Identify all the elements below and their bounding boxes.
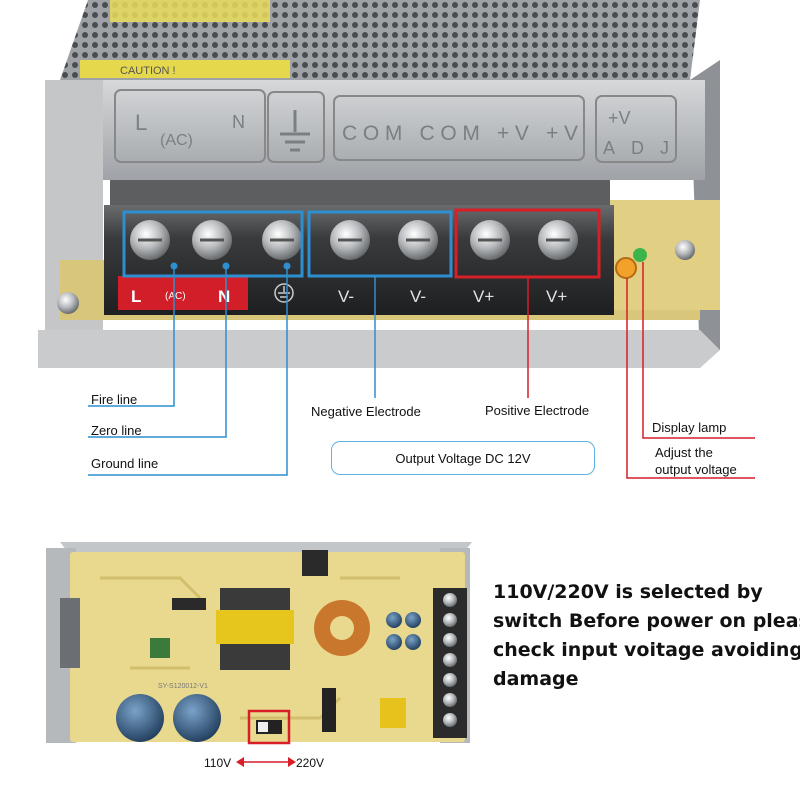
switch-highlight-box [247,709,291,745]
switch-220v-label: 220V [296,756,325,770]
callout-lines [88,262,755,479]
switch-110v-label: 110V [204,756,232,770]
pcb-right [600,200,720,310]
fire-line-leader [88,266,175,407]
pcb-photo: SY-S120012-V1 [46,542,472,745]
plate-v-plus-1: V+ [473,287,494,306]
display-lamp-label: Display lamp [652,420,727,435]
mount-screw-icon [675,240,695,260]
emboss-ac: (AC) [160,132,193,149]
plate-v-minus-1: V- [338,287,354,306]
ac-highlight-box [122,210,304,278]
pcb-model-text: SY-S120012-V1 [158,683,208,690]
terminal-block [104,180,614,315]
pcb-terminal-screw-icon [443,693,457,707]
pcb-terminal-screw-icon [443,653,457,667]
caution-sticker [80,60,290,78]
adj-emboss [595,95,677,163]
yellow-sticker [110,0,270,22]
plate-v-minus-2: V- [410,287,426,306]
ground-line-label: Ground line [91,456,159,471]
zero-line-leader [88,266,227,438]
plate-v-plus-2: V+ [546,287,567,306]
output-voltage-text: Output Voltage DC 12V [395,450,531,466]
adjust-label-line2: output voltage [655,462,737,477]
output-voltage-box: Output Voltage DC 12V [331,441,595,475]
led-lamp-icon [633,248,647,262]
negative-highlight-box [307,210,453,278]
caution-text: CAUTION ! [120,65,176,77]
voltage-selection-note: 110V/220V is selected by switch Before p… [493,578,800,694]
lamp-leader [642,262,755,439]
pcb-terminal-screw-icon [443,673,457,687]
capacitor-icon [116,694,164,742]
ac-emboss [114,89,266,163]
emboss-ground-icon [280,110,310,152]
pcb-terminal-screw-icon [443,613,457,627]
adjust-label-line1: Adjust the [655,445,713,460]
fire-line-label: Fire line [91,392,138,407]
capacitor-icon [173,694,221,742]
positive-electrode-label: Positive Electrode [485,403,590,418]
emboss-n: N [232,112,245,132]
zero-line-label: Zero line [91,423,142,438]
plate-ac: (AC) [165,291,186,302]
switch-arrow-icon [236,757,296,767]
adjust-pot-icon [615,257,637,279]
negative-electrode-label: Negative Electrode [311,404,421,419]
gnd-emboss [267,91,325,163]
emboss-adj-top: +V [608,108,631,128]
plate-ground-icon [274,283,294,303]
note-line: damage [493,668,579,690]
pcb-terminal-screw-icon [443,593,457,607]
plate-n: N [218,287,230,306]
bottom-tray [38,330,720,368]
note-line: switch Before power on please [493,610,800,632]
ground-line-leader [88,266,288,476]
plate-l: L [131,287,141,306]
pcb-terminal-screw-icon [443,713,457,727]
com-emboss [333,95,585,161]
power-supply-photo: CAUTION ! L (AC) N COM COM +V +V +V ADJ … [38,0,720,368]
note-line: 110V/220V is selected by [493,581,763,603]
emboss-l: L [135,110,147,135]
adjust-leader [626,278,755,479]
mount-screw-icon [57,292,79,314]
pcb-terminal-screw-icon [443,633,457,647]
note-line: check input voitage avoiding [493,639,800,661]
